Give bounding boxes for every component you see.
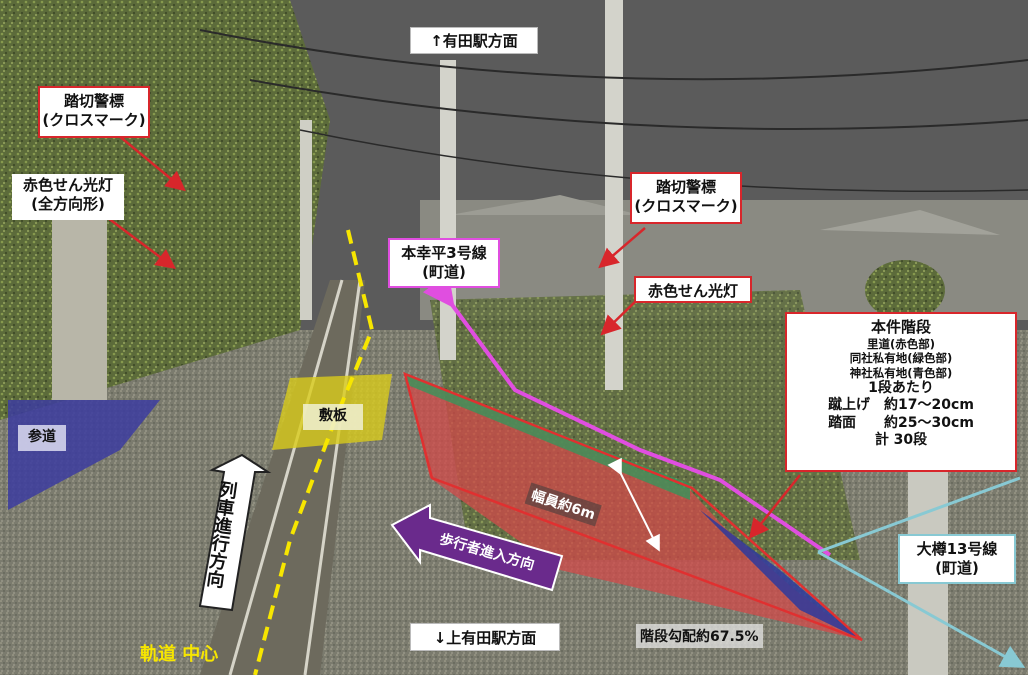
- road-honkohira-name: 本幸平3号線: [401, 244, 487, 262]
- crossmark-left-label: 踏切警標 (クロスマーク): [38, 86, 150, 138]
- redlight-left-label: 赤色せん光灯 (全方向形): [12, 174, 124, 220]
- crossmark-right-label: 踏切警標 (クロスマーク): [630, 172, 742, 224]
- stairs-info-total: 計 30段: [874, 432, 928, 449]
- kami-arita-direction-label: ↓上有田駅方面: [410, 623, 560, 651]
- road-honkohira-label: 本幸平3号線 (町道): [388, 238, 500, 288]
- stairs-info-red: 里道(赤色部): [866, 336, 935, 351]
- stairs-info-rise: 蹴上げ 約17～20cm: [828, 397, 974, 414]
- track-center-label: 軌道 中心: [140, 644, 219, 665]
- stairs-info-tread: 踏面 約25～30cm: [828, 414, 974, 431]
- road-ohtaru-type: (町道): [935, 558, 979, 577]
- crossmark-left-title: 踏切警標: [63, 92, 124, 110]
- redlight-right-label: 赤色せん光灯: [634, 276, 752, 303]
- road-ohtaru-name: 大樽13号線: [916, 540, 998, 558]
- road-ohtaru-label: 大樽13号線 (町道): [898, 534, 1016, 584]
- redlight-left-title: 赤色せん光灯: [22, 176, 113, 194]
- shikiita-label: 敷板: [303, 404, 363, 430]
- sandou-label: 参道: [18, 425, 66, 451]
- crossmark-left-sub: (クロスマーク): [42, 110, 146, 129]
- road-honkohira-type: (町道): [422, 262, 466, 281]
- arita-direction-label: ↑有田駅方面: [410, 27, 538, 54]
- stairs-info-green: 同社私有地(緑色部): [849, 351, 953, 366]
- crossmark-right-title: 踏切警標: [655, 178, 716, 196]
- stairs-info-per-step: 1段あたり: [868, 379, 934, 396]
- stairs-info-blue: 神社私有地(青色部): [849, 365, 953, 380]
- stairs-info-box: 本件階段 里道(赤色部) 同社私有地(緑色部) 神社私有地(青色部) 1段あたり…: [785, 312, 1017, 472]
- redlight-left-sub: (全方向形): [31, 194, 105, 213]
- slope-label: 階段勾配約67.5%: [636, 624, 763, 648]
- crossmark-right-sub: (クロスマーク): [634, 196, 738, 215]
- stairs-info-title: 本件階段: [870, 318, 931, 336]
